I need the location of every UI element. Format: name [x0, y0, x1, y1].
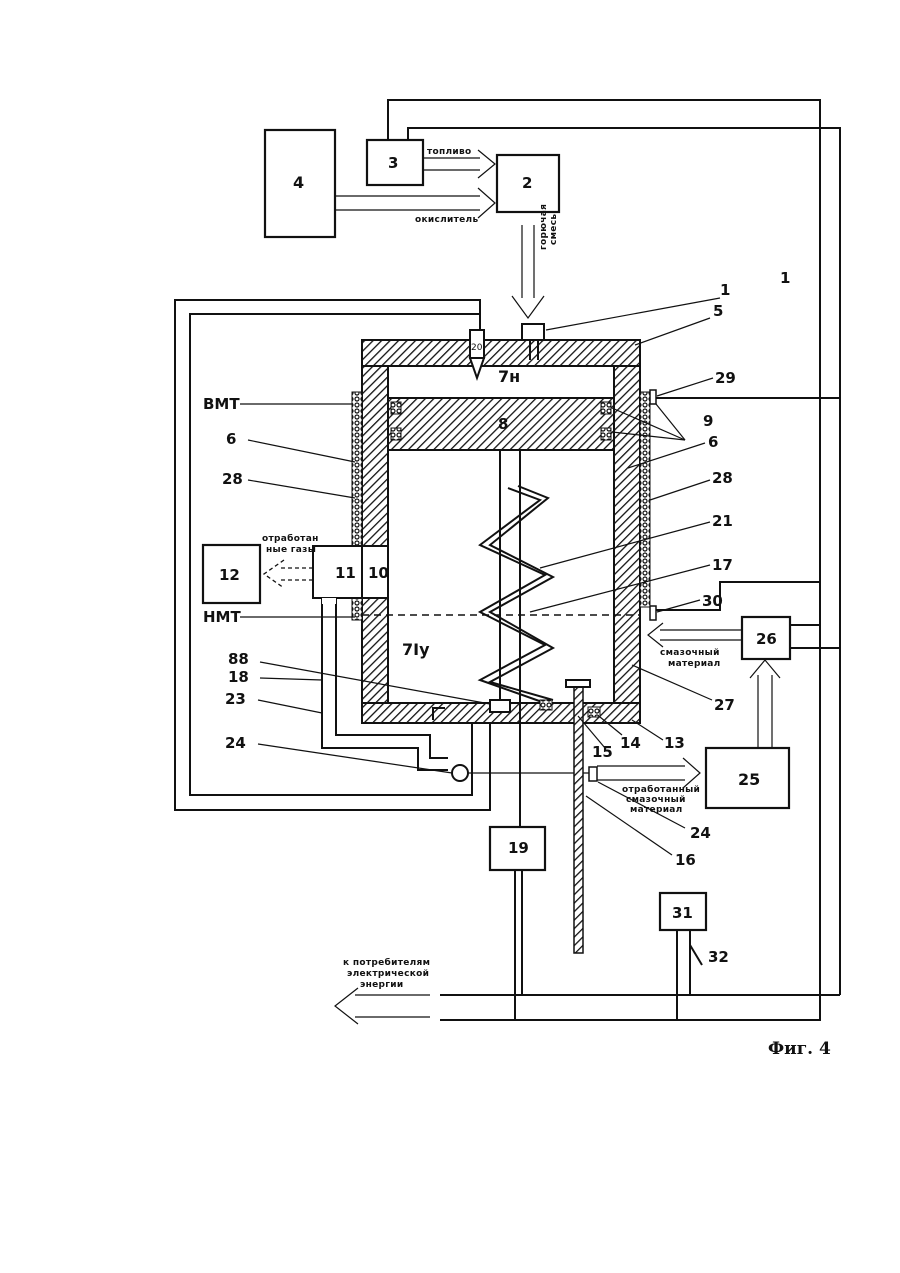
used-lubricant-label-2: смазочный	[626, 795, 686, 805]
callout-24-right: 24	[690, 824, 711, 842]
callout-24-left: 24	[225, 734, 246, 752]
chamber-top-label: 7н	[498, 367, 520, 386]
callout-6-right: 6	[708, 433, 718, 451]
callout-88: 88	[228, 650, 249, 668]
consumers-label-2: электрической	[347, 969, 429, 979]
callout-6-left: 6	[226, 430, 236, 448]
fuel-label: топливо	[427, 147, 472, 157]
port-11-label: 11	[335, 564, 356, 582]
figure-caption: Фиг. 4	[768, 1039, 831, 1059]
callout-9: 9	[703, 412, 713, 430]
consumers-label-3: энергии	[360, 980, 404, 990]
callout-18: 18	[228, 668, 249, 686]
oxidizer-label: окислитель	[415, 215, 478, 225]
lubricant-label-2: материал	[668, 659, 721, 669]
callout-30: 30	[702, 592, 723, 610]
port-10-label: 10	[368, 564, 389, 582]
mixture-label-2: смесь	[549, 214, 559, 245]
callout-13: 13	[664, 734, 685, 752]
sensor-29	[650, 390, 656, 404]
callout-5: 5	[713, 302, 723, 320]
feed-arrow-25-26	[750, 660, 780, 748]
piston-label: 8	[498, 415, 508, 433]
callout-23: 23	[225, 690, 246, 708]
block-12-label: 12	[219, 566, 240, 584]
block-4-label: 4	[293, 173, 304, 192]
consumers-label-1: к потребителям	[343, 957, 430, 968]
sensor-30	[650, 606, 656, 620]
callout-tdc: ВМТ	[203, 395, 240, 413]
callout-32: 32	[708, 948, 729, 966]
lubricant-feed-arrow	[648, 623, 742, 647]
block-26-label: 26	[756, 630, 777, 648]
block-2-label: 2	[522, 174, 532, 192]
sensor-20	[470, 330, 484, 378]
consumers-arrow	[335, 988, 430, 1024]
callout-28-right: 28	[712, 469, 733, 487]
exhaust-label-1: отработан	[262, 533, 319, 544]
callout-16: 16	[675, 851, 696, 869]
callout-1: 1	[720, 281, 730, 299]
callout-15: 15	[592, 743, 613, 761]
used-lubricant-label-3: материал	[630, 805, 683, 815]
exhaust-label-2: ные газы	[266, 545, 316, 555]
callout-14: 14	[620, 734, 641, 752]
callout-27: 27	[714, 696, 735, 714]
exhaust-arrow	[264, 560, 313, 588]
block-19-label: 19	[508, 839, 529, 857]
sensor-20-label: 20	[471, 343, 483, 353]
mixture-label-1: горючая	[539, 204, 549, 250]
callout-28-left: 28	[222, 470, 243, 488]
switch-32	[690, 945, 702, 965]
callout-17: 17	[712, 556, 733, 574]
block-3-label: 3	[388, 154, 398, 172]
callout-bdc: НМТ	[203, 608, 241, 626]
used-lubricant-label-1: отработанный	[622, 784, 700, 795]
valve-14	[588, 707, 600, 717]
lubricant-label-1: смазочный	[660, 648, 720, 658]
used-lubricant-arrow	[589, 758, 700, 788]
valve-18	[490, 700, 510, 712]
callout-29: 29	[715, 369, 736, 387]
callout-1b: 1	[780, 269, 790, 287]
oxidizer-arrow	[335, 188, 495, 218]
block-31-label: 31	[672, 904, 693, 922]
chamber-bottom-label: 7Iу	[402, 640, 430, 659]
block-25-label: 25	[738, 770, 760, 789]
callout-21: 21	[712, 512, 733, 530]
valve-13	[540, 700, 552, 710]
